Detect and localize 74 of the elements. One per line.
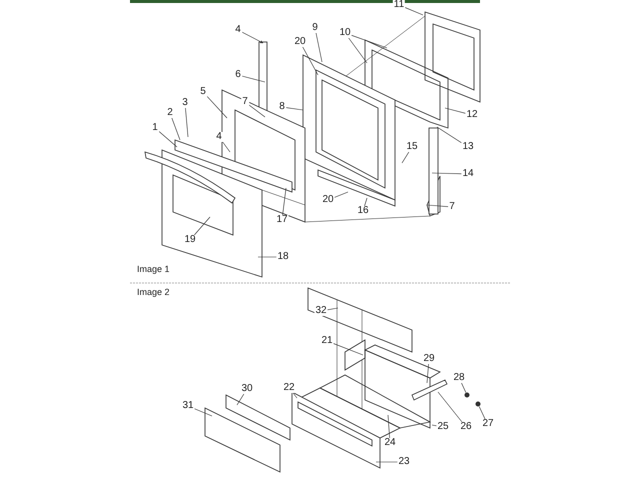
leader-line — [236, 394, 244, 406]
callout-number: 8 — [278, 102, 286, 112]
callout-number: 19 — [183, 235, 197, 245]
figure-label: Image 1 — [137, 265, 170, 274]
leader-line — [438, 392, 462, 422]
callout-number: 2 — [166, 108, 174, 118]
callout-number: 27 — [481, 419, 495, 429]
leader-line — [333, 343, 364, 356]
callout-number: 12 — [465, 110, 479, 120]
leader-line — [172, 118, 180, 140]
callout-number: 23 — [397, 457, 411, 467]
leader-line — [404, 7, 424, 16]
leader-line — [432, 172, 462, 174]
callout-number: 5 — [199, 87, 207, 97]
screw-part — [464, 392, 470, 398]
leader-line — [348, 38, 368, 64]
leader-line — [194, 408, 212, 416]
leader-line — [241, 32, 264, 44]
leader-line — [426, 364, 429, 384]
callout-number: 20 — [321, 195, 335, 205]
screw-part — [476, 402, 480, 406]
callout-number: 1 — [151, 123, 159, 133]
callout-number: 18 — [276, 252, 290, 262]
callout-number: 9 — [311, 23, 319, 33]
leader-line — [302, 46, 318, 76]
callout-number: 29 — [422, 354, 436, 364]
leader-line — [351, 35, 388, 48]
callout-number: 6 — [234, 70, 242, 80]
callout-number: 10 — [338, 28, 352, 38]
callout-number: 7 — [448, 202, 456, 212]
leader-line — [258, 256, 277, 258]
leader-line — [285, 107, 304, 110]
leader-line — [461, 382, 466, 393]
callout-number: 30 — [240, 384, 254, 394]
callout-number: 13 — [461, 142, 475, 152]
leader-line — [334, 192, 348, 198]
callout-number: 31 — [181, 401, 195, 411]
leader-line — [402, 152, 410, 164]
callout-number: 22 — [282, 383, 296, 393]
callout-number: 20 — [293, 37, 307, 47]
leader-line — [158, 130, 178, 148]
callout-number: 21 — [320, 336, 334, 346]
leader-line — [426, 204, 449, 207]
callout-number: 14 — [461, 169, 475, 179]
leader-line — [478, 406, 486, 420]
leader-line — [432, 424, 437, 426]
leader-line — [282, 188, 286, 216]
callout-number: 28 — [452, 373, 466, 383]
leader-line — [222, 142, 230, 152]
callout-number: 24 — [383, 438, 397, 448]
leader-line — [194, 216, 210, 236]
callout-number: 7 — [241, 97, 249, 107]
callout-number: 11 — [392, 0, 406, 10]
leader-line — [248, 104, 266, 118]
callout-number: 32 — [314, 306, 328, 316]
leader-line — [185, 108, 188, 138]
leader-line — [444, 108, 466, 114]
leader-line — [316, 32, 322, 62]
callout-number: 25 — [436, 422, 450, 432]
callout-number: 17 — [275, 215, 289, 225]
leader-line — [388, 414, 390, 438]
leader-line — [206, 96, 228, 118]
leader-line — [364, 198, 368, 206]
leader-line — [327, 308, 338, 310]
callout-number: 15 — [405, 142, 419, 152]
callout-number: 26 — [459, 422, 473, 432]
callout-number: 4 — [215, 132, 223, 142]
callout-number: 3 — [181, 98, 189, 108]
callout-number: 16 — [356, 206, 370, 216]
figure-label: Image 2 — [137, 288, 170, 297]
callout-number: 4 — [234, 25, 242, 35]
leader-line — [436, 126, 462, 144]
leader-line — [292, 392, 298, 398]
leader-line — [241, 76, 266, 82]
